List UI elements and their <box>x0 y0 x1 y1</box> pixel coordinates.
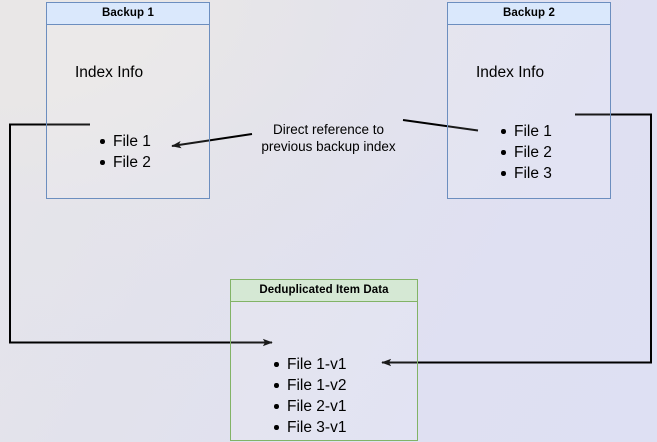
backup-2-header: Backup 2 <box>448 3 610 25</box>
list-item: File 2 <box>500 142 552 163</box>
backup-1-box[interactable]: Backup 1 Index Info File 1 File 2 <box>46 2 210 199</box>
backup-1-body: Index Info File 1 File 2 <box>47 25 209 198</box>
list-item: File 1-v1 <box>273 354 346 375</box>
list-item: File 1-v2 <box>273 375 346 396</box>
deduplicated-item-data-header: Deduplicated Item Data <box>231 280 417 302</box>
backup-2-index-label: Index Info <box>476 64 545 81</box>
list-item: File 1 <box>500 121 552 142</box>
backup-1-header: Backup 1 <box>47 3 209 25</box>
list-item: File 2 <box>99 152 151 173</box>
backup-1-file-list: File 1 File 2 <box>99 131 151 173</box>
deduplicated-item-data-box[interactable]: Deduplicated Item Data File 1-v1 File 1-… <box>230 279 418 441</box>
backup-2-body: Index Info File 1 File 2 File 3 <box>448 25 610 198</box>
backup-1-index-label: Index Info <box>75 64 144 81</box>
backup-2-file-list: File 1 File 2 File 3 <box>500 121 552 184</box>
deduplicated-item-data-body: File 1-v1 File 1-v2 File 2-v1 File 3-v1 <box>231 302 417 440</box>
list-item: File 2-v1 <box>273 396 346 417</box>
list-item: File 3 <box>500 163 552 184</box>
deduplicated-file-list: File 1-v1 File 1-v2 File 2-v1 File 3-v1 <box>273 354 346 438</box>
direct-reference-note: Direct reference to previous backup inde… <box>261 122 396 154</box>
backup-2-box[interactable]: Backup 2 Index Info File 1 File 2 File 3 <box>447 2 611 199</box>
list-item: File 3-v1 <box>273 417 346 438</box>
list-item: File 1 <box>99 131 151 152</box>
